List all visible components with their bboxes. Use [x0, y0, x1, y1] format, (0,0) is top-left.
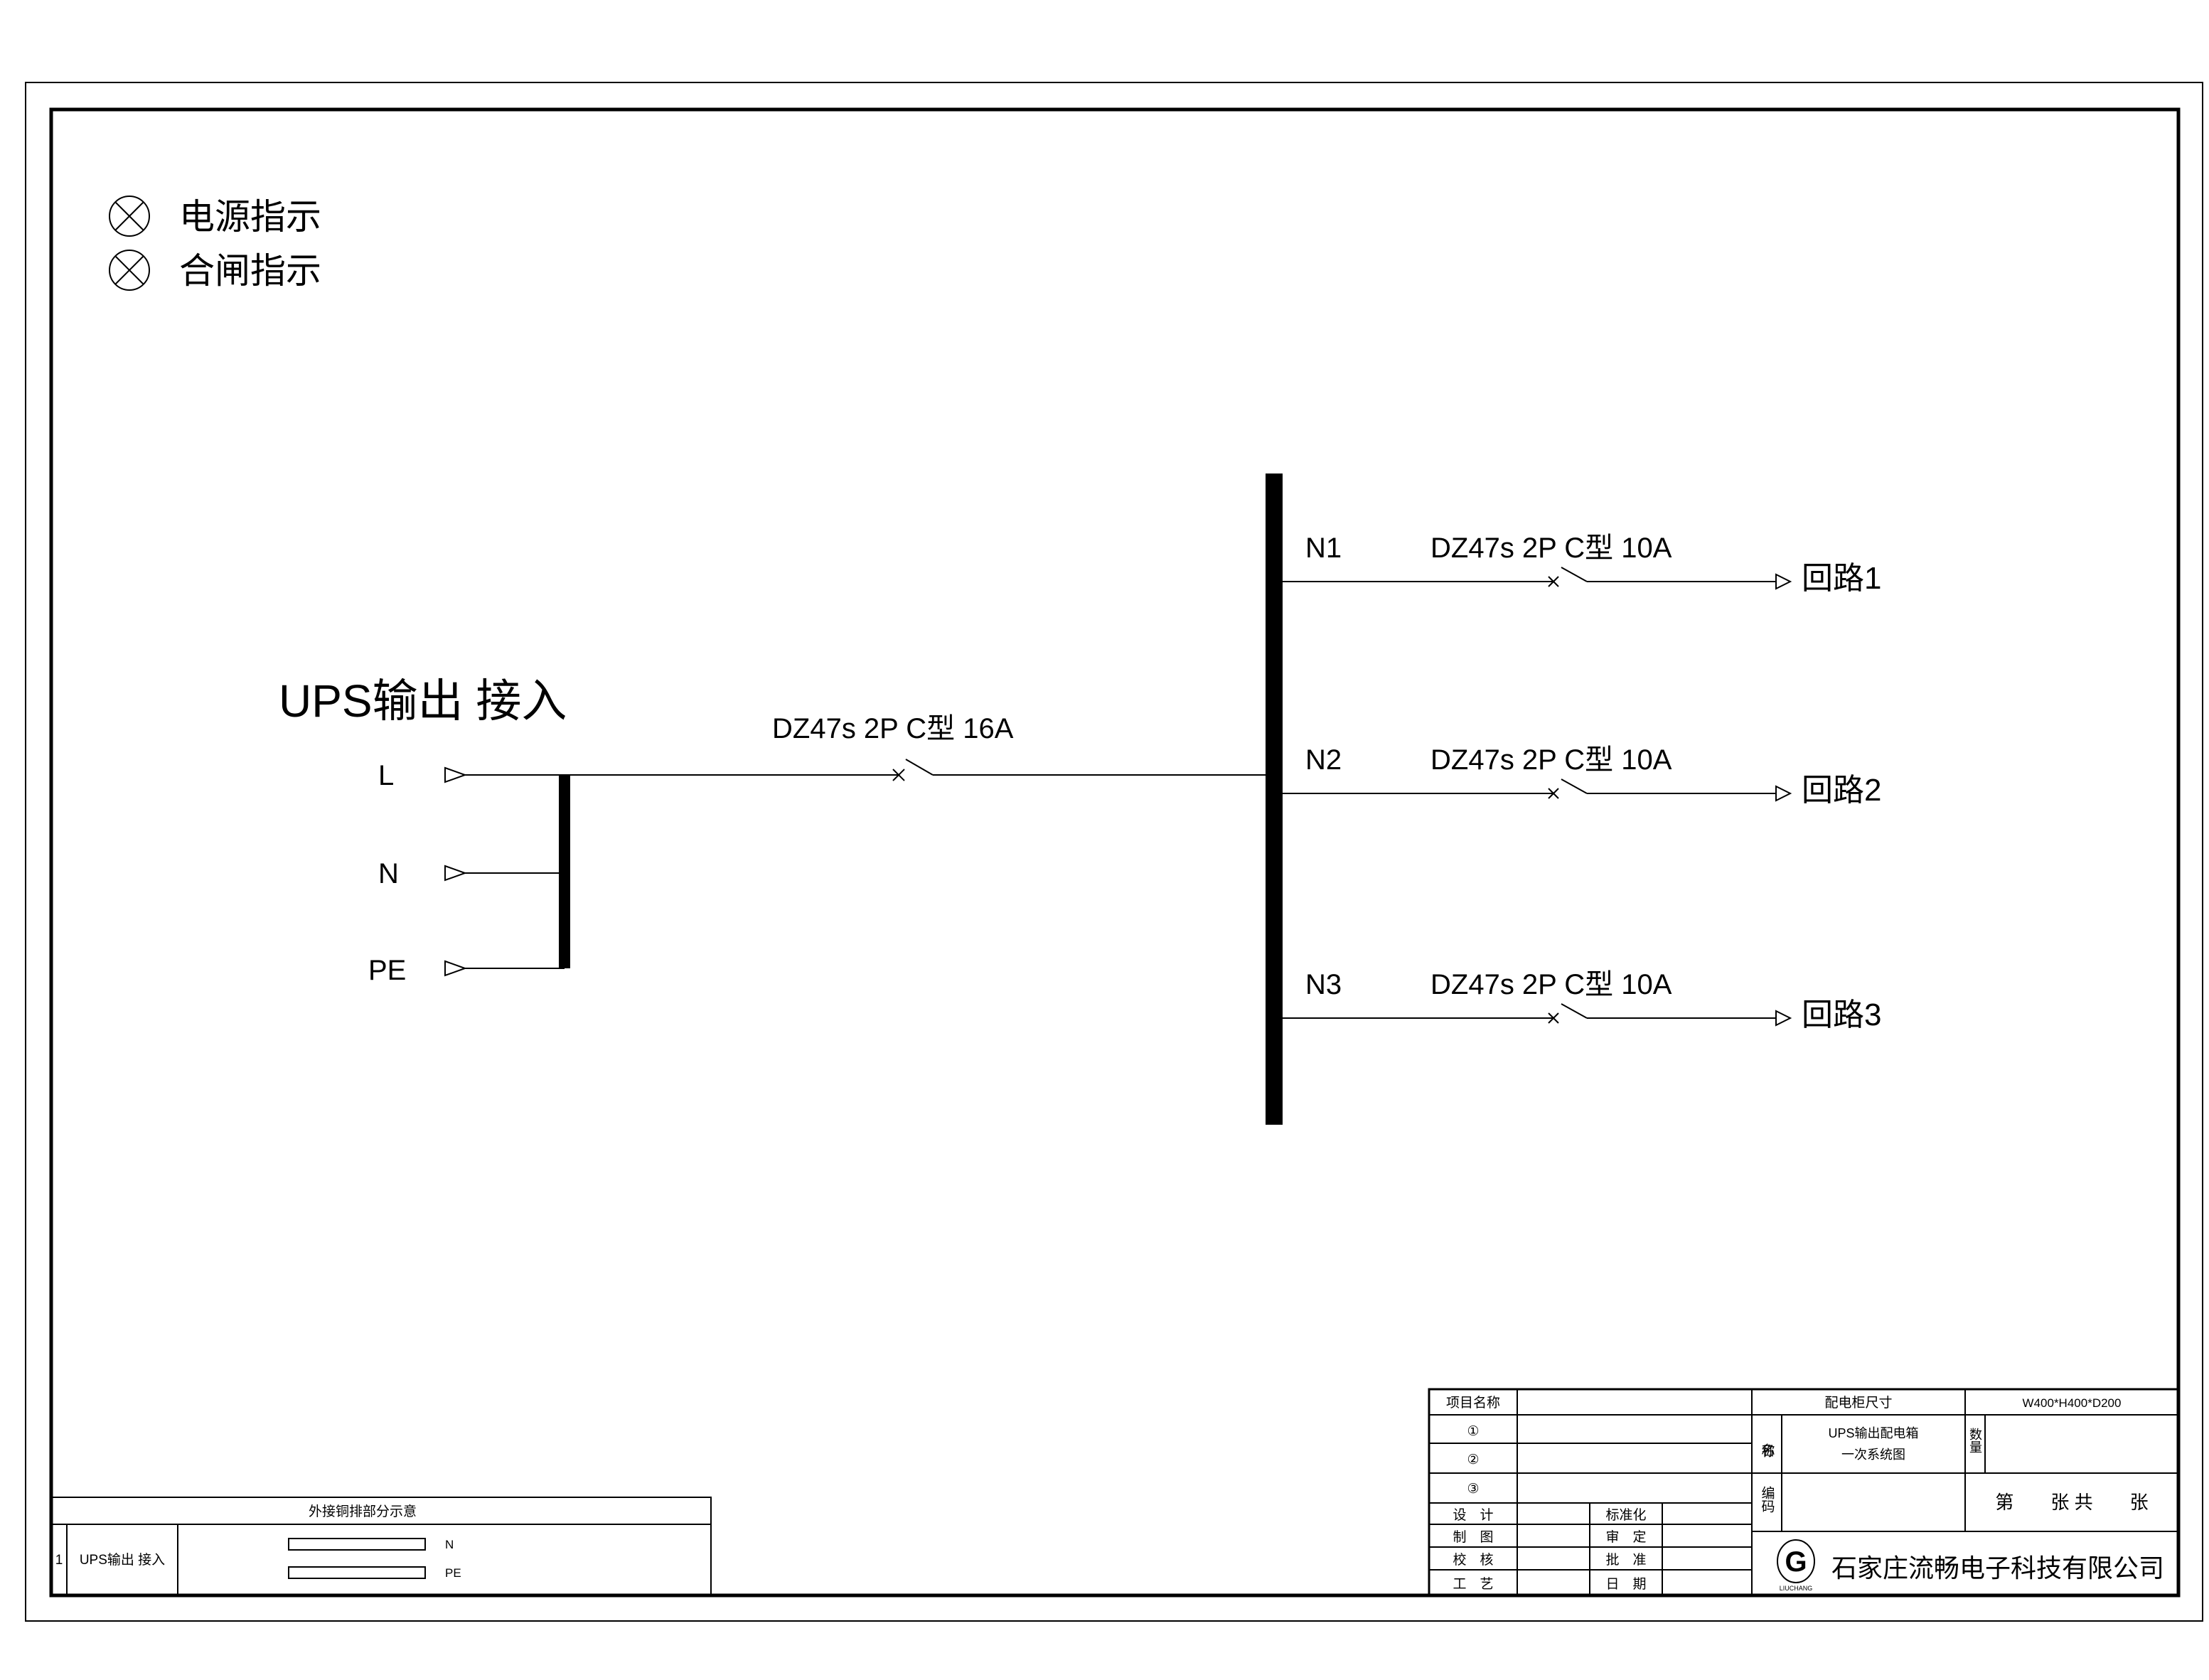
rev-1-label: ① [1467, 1424, 1479, 1439]
main-breaker-symbol [892, 759, 934, 781]
legend-closing-indicator: 合闸指示 [109, 250, 321, 291]
logo-text: LIUCHANG [1780, 1585, 1813, 1592]
indicator-lamp-icon [109, 196, 150, 237]
outer-frame [25, 82, 2203, 1622]
branch-circuit-label: 回路2 [1802, 773, 1881, 808]
rev-2-label: ② [1467, 1452, 1479, 1467]
name-label: 名称 [1760, 1443, 1775, 1457]
row-name: UPS输出 接入 [80, 1552, 165, 1568]
input-title: UPS输出 接入 [279, 675, 567, 727]
terminal-arrow-icon [1775, 573, 1792, 590]
terminal-arrow-icon [444, 865, 467, 882]
phase-label-l: L [378, 760, 394, 791]
drawing-name-line-1: UPS输出配电箱 [1828, 1426, 1918, 1440]
logo-letter: G [1785, 1546, 1807, 1578]
branch-name: N3 [1305, 969, 1342, 1000]
drawing-name-line-2: 一次系统图 [1841, 1448, 1905, 1462]
indicator-lamp-icon [109, 250, 150, 291]
phase-label-n: N [378, 858, 399, 889]
branch-breaker-symbol [1548, 779, 1588, 799]
project-name-label: 项目名称 [1446, 1395, 1500, 1411]
busbar-table-header: 外接铜排部分示意 [309, 1504, 417, 1519]
branch-circuit-2: N2 DZ47s 2P C型 10A 回路2 [1283, 744, 1881, 808]
input-busbar [559, 775, 570, 968]
branch-breaker-symbol [1548, 567, 1588, 587]
quantity-label: 数量 [1968, 1428, 1982, 1453]
date-label: 日 期 [1605, 1576, 1646, 1592]
rev-3-label: ③ [1467, 1482, 1479, 1497]
check-label: 校 核 [1453, 1552, 1493, 1568]
busbar-label-pe: PE [445, 1566, 461, 1580]
branch-name: N2 [1305, 744, 1342, 776]
branch-circuit-label: 回路1 [1802, 561, 1881, 596]
row-number: 1 [55, 1553, 63, 1568]
review-label: 审 定 [1605, 1529, 1646, 1545]
company-name: 石家庄流畅电子科技有限公司 [1831, 1553, 2164, 1583]
branch-breaker-label: DZ47s 2P C型 10A [1430, 969, 1672, 1000]
terminal-arrow-icon [1775, 1010, 1792, 1027]
busbar-pe [288, 1566, 426, 1579]
standard-label: 标准化 [1605, 1507, 1646, 1523]
draw-label: 制 图 [1453, 1529, 1493, 1545]
busbar-table: 外接铜排部分示意 1 UPS输出 接入 N PE [50, 1497, 712, 1596]
busbar-label-n: N [445, 1538, 454, 1551]
branch-circuit-label: 回路3 [1802, 997, 1881, 1032]
company-logo: G LIUCHANG [1777, 1539, 1815, 1592]
legend-power-indicator: 电源指示 [109, 196, 321, 237]
inner-frame [49, 107, 2181, 1598]
cabinet-size-label: 配电柜尺寸 [1824, 1395, 1892, 1411]
main-busbar [1266, 473, 1283, 1125]
branch-circuit-3: N3 DZ47s 2P C型 10A 回路3 [1283, 969, 1881, 1032]
cabinet-size-value: W400*H400*D200 [2023, 1396, 2122, 1410]
legend-label: 合闸指示 [179, 251, 321, 291]
branch-breaker-label: DZ47s 2P C型 10A [1430, 533, 1672, 564]
process-label: 工 艺 [1453, 1576, 1493, 1592]
sheet-count: 第 张 共 张 [1995, 1492, 2148, 1513]
title-block: 项目名称 ① ② ③ 设 计 制 图 校 核 工 艺 标准化 审 定 批 准 日… [1428, 1388, 2180, 1597]
terminal-arrow-icon [444, 960, 467, 977]
branch-name: N1 [1305, 533, 1342, 564]
phase-label-pe: PE [368, 955, 406, 986]
design-label: 设 计 [1453, 1507, 1493, 1523]
main-breaker-label: DZ47s 2P C型 16A [772, 713, 1014, 744]
terminal-arrow-icon [1775, 785, 1792, 802]
terminal-arrow-icon [444, 766, 467, 783]
code-label: 编码 [1760, 1486, 1775, 1513]
legend-label: 电源指示 [179, 197, 321, 237]
branch-breaker-label: DZ47s 2P C型 10A [1430, 744, 1672, 776]
branch-circuit-1: N1 DZ47s 2P C型 10A 回路1 [1283, 533, 1881, 596]
branch-breaker-symbol [1548, 1003, 1588, 1024]
approve-label: 批 准 [1605, 1552, 1646, 1568]
busbar-n [288, 1538, 426, 1551]
